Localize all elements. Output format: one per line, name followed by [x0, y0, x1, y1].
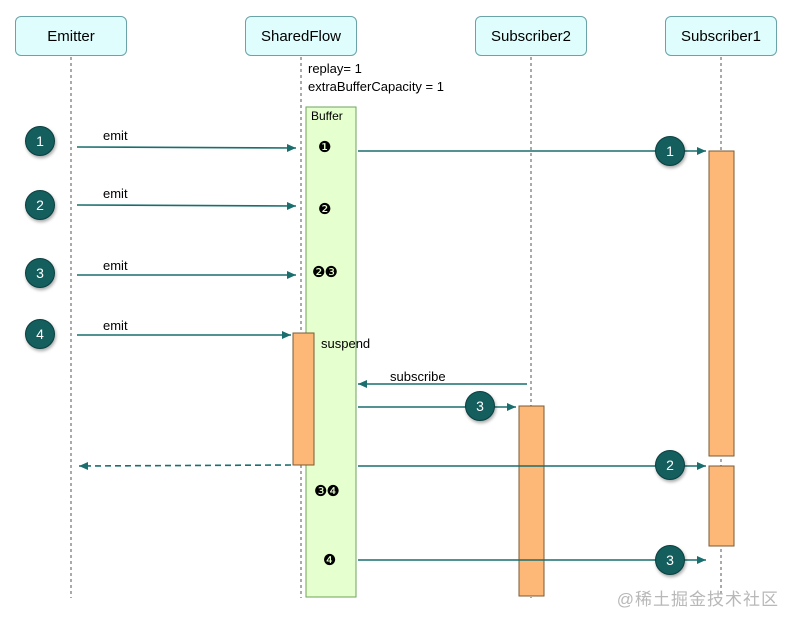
watermark: @稀土掘金技术社区: [616, 590, 779, 609]
buffer-slot-2: ❷: [318, 201, 331, 218]
emitter-step-3-marker: 3: [25, 258, 55, 288]
buffer-slot-4: ❸❹: [314, 483, 340, 500]
participant-emitter-label: Emitter: [47, 27, 95, 45]
subscribe-label: subscribe: [390, 369, 446, 384]
participant-subscriber1: Subscriber1: [665, 16, 777, 56]
resume-return-arrow: [78, 461, 292, 470]
suspend-label: suspend: [321, 336, 371, 351]
participant-sharedflow: SharedFlow: [245, 16, 357, 56]
sub1-first-delivery-marker: 1: [655, 136, 685, 166]
emitter-suspend-activation: [292, 332, 315, 466]
sub1-third-delivery-marker: 3: [655, 545, 685, 575]
emit-label-1: emit: [103, 128, 128, 143]
subscriber1-activation-first: [708, 150, 735, 457]
participant-subscriber2: Subscriber2: [475, 16, 587, 56]
participant-sharedflow-label: SharedFlow: [260, 27, 342, 45]
participant-subscriber2-label: Subscriber2: [490, 27, 572, 45]
emit-label-2: emit: [103, 186, 128, 201]
emit-label-3: emit: [103, 258, 128, 273]
extra-buffer-label: extraBufferCapacity = 1: [308, 79, 444, 94]
sub2-delivery-marker: 3: [465, 391, 495, 421]
subscriber2-activation: [518, 405, 545, 597]
emitter-step-1-marker: 1: [25, 126, 55, 156]
emit-arrow-1: [76, 143, 297, 152]
sub1-second-delivery-marker: 2: [655, 450, 685, 480]
participant-subscriber1-label: Subscriber1: [680, 27, 762, 45]
buffer-title: Buffer: [311, 109, 343, 123]
buffer-slot-3: ❷❸: [312, 264, 338, 281]
emitter-step-2-marker: 2: [25, 190, 55, 220]
subscriber1-activation-second: [708, 465, 735, 547]
replay-label: replay= 1: [308, 61, 362, 76]
buffer-slot-5: ❹: [323, 552, 336, 569]
participant-emitter: Emitter: [15, 16, 127, 56]
emit-arrow-2: [76, 201, 297, 210]
buffer-slot-1: ❶: [318, 139, 331, 156]
emitter-step-4-marker: 4: [25, 319, 55, 349]
emit-label-4: emit: [103, 318, 128, 333]
